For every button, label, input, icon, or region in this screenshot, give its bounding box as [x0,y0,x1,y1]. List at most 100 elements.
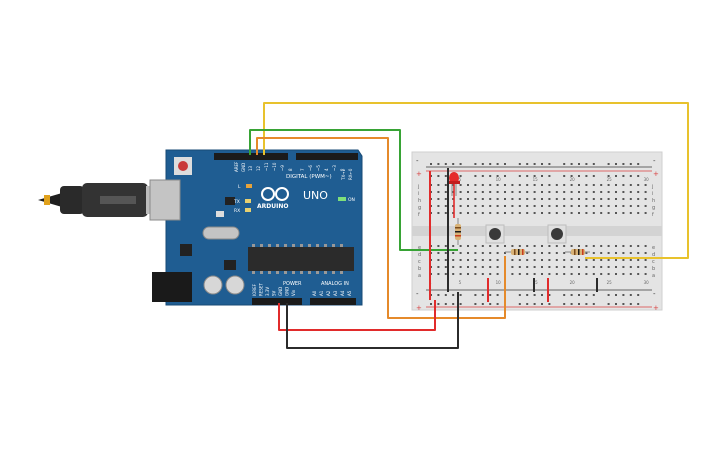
pushbutton-2[interactable] [547,224,567,244]
crystal-oscillator [202,226,240,240]
rx-pin-label: RX←0 [348,168,353,180]
power-pin-label: GND [278,287,283,296]
column-number: 20 [570,280,576,285]
row-letter: h [652,198,655,204]
column-number: 25 [607,280,613,285]
row-letter: j [417,184,419,190]
digital-label: DIGITAL (PWM~) [286,174,332,180]
row-letter: a [418,273,421,279]
digital-pin-label: 13 [248,165,253,171]
wire-black-gnd[interactable] [286,292,459,349]
reset-button[interactable] [178,161,188,171]
row-letter: e [652,245,655,251]
row-letter: j [651,184,653,190]
rail-minus-top-right: - [653,157,656,165]
power-jack[interactable] [152,272,192,302]
row-letter: f [418,212,420,218]
row-letter: c [418,259,421,265]
power-pin-label: 3.3V [265,287,270,296]
digital-pin-label: 12 [256,165,261,171]
column-number: 30 [644,177,650,182]
analog-pin-label: A3 [333,290,338,296]
capacitor-2 [225,275,245,295]
row-letter: d [418,252,421,258]
digital-pin-label: ~5 [316,165,321,171]
tx-label: TX [233,199,240,205]
column-number: 20 [570,177,576,182]
wire-orange[interactable] [256,137,506,319]
analog-pin-label: A4 [340,290,345,296]
power-label: POWER [283,281,302,287]
power-pin-label: IOREF [252,283,257,296]
aref-label: AREF [234,161,239,172]
column-number: 15 [533,280,539,285]
digital-pin-label: ~3 [332,165,337,171]
digital-pin-label: 2 [340,168,345,171]
row-letter: f [652,212,654,218]
rx-led [245,208,251,212]
row-letter: e [418,245,421,251]
wire-red-power[interactable] [278,300,436,331]
column-number: 30 [644,280,650,285]
digital-pin-label: ~10 [272,162,277,171]
column-number: 10 [496,177,502,182]
power-pin-label: Vin [291,289,296,296]
rail-minus-bottom: - [416,290,419,298]
column-number: 5 [459,280,462,285]
pushbutton-1[interactable] [485,224,505,244]
column-number: 10 [496,280,502,285]
digital-pin-label: 4 [324,168,329,171]
gnd-label: GND [241,163,246,172]
row-letter: b [418,266,421,272]
power-header[interactable] [252,298,302,305]
row-letter: c [652,259,655,265]
row-letter: h [418,198,421,204]
atmega-chip [248,247,354,271]
arduino-logo-icon [261,187,289,201]
digital-pin-label: ~11 [264,162,269,171]
digital-header-right[interactable] [296,153,358,160]
analog-pin-label: A0 [312,290,317,296]
resistor-1[interactable] [455,218,461,245]
wire-green[interactable] [249,129,458,251]
row-letter: i [652,191,653,197]
arduino-uno-board[interactable]: DIGITAL (PWM~) ARDUINO UNO ON L TX RX PO… [149,149,363,306]
row-letter: a [652,273,655,279]
rail-plus-top: + [416,170,422,178]
row-letter: g [418,205,421,211]
column-number: 15 [533,177,539,182]
resistor-3[interactable] [565,249,590,255]
l-label: L [238,184,241,190]
rail-plus-top-right: + [653,170,659,178]
tx-led [245,199,251,203]
power-pin-label: 5V [272,290,277,296]
wire-yellow[interactable] [263,102,689,259]
column-number: 5 [459,177,462,182]
rx-label: RX [234,208,240,214]
tx-pin-label: TX→1 [341,168,346,181]
row-letter: g [652,205,655,211]
l-led [246,184,252,188]
column-number: 25 [607,177,613,182]
led-component[interactable] [448,172,460,196]
resistor-2[interactable] [505,249,530,255]
rail-minus-top: - [416,157,419,165]
rail-plus-bottom-right: + [653,304,659,312]
digital-pin-label: 7 [300,168,305,171]
analog-header[interactable] [310,298,356,305]
row-letter: d [652,252,655,258]
rail-minus-bottom-right: - [653,290,656,298]
analog-pin-label: A1 [319,290,324,296]
capacitor-1 [203,275,223,295]
on-label: ON [348,197,355,203]
rail-plus-bottom: + [416,304,422,312]
digital-pin-label: ~6 [308,165,313,171]
digital-header-left[interactable] [214,153,288,160]
digital-pin-label: 8 [288,168,293,171]
digital-pin-label: ~9 [280,165,285,171]
model-label: UNO [303,189,328,202]
analog-label: ANALOG IN [321,281,349,287]
row-letter: i [418,191,419,197]
row-letter: b [652,266,655,272]
